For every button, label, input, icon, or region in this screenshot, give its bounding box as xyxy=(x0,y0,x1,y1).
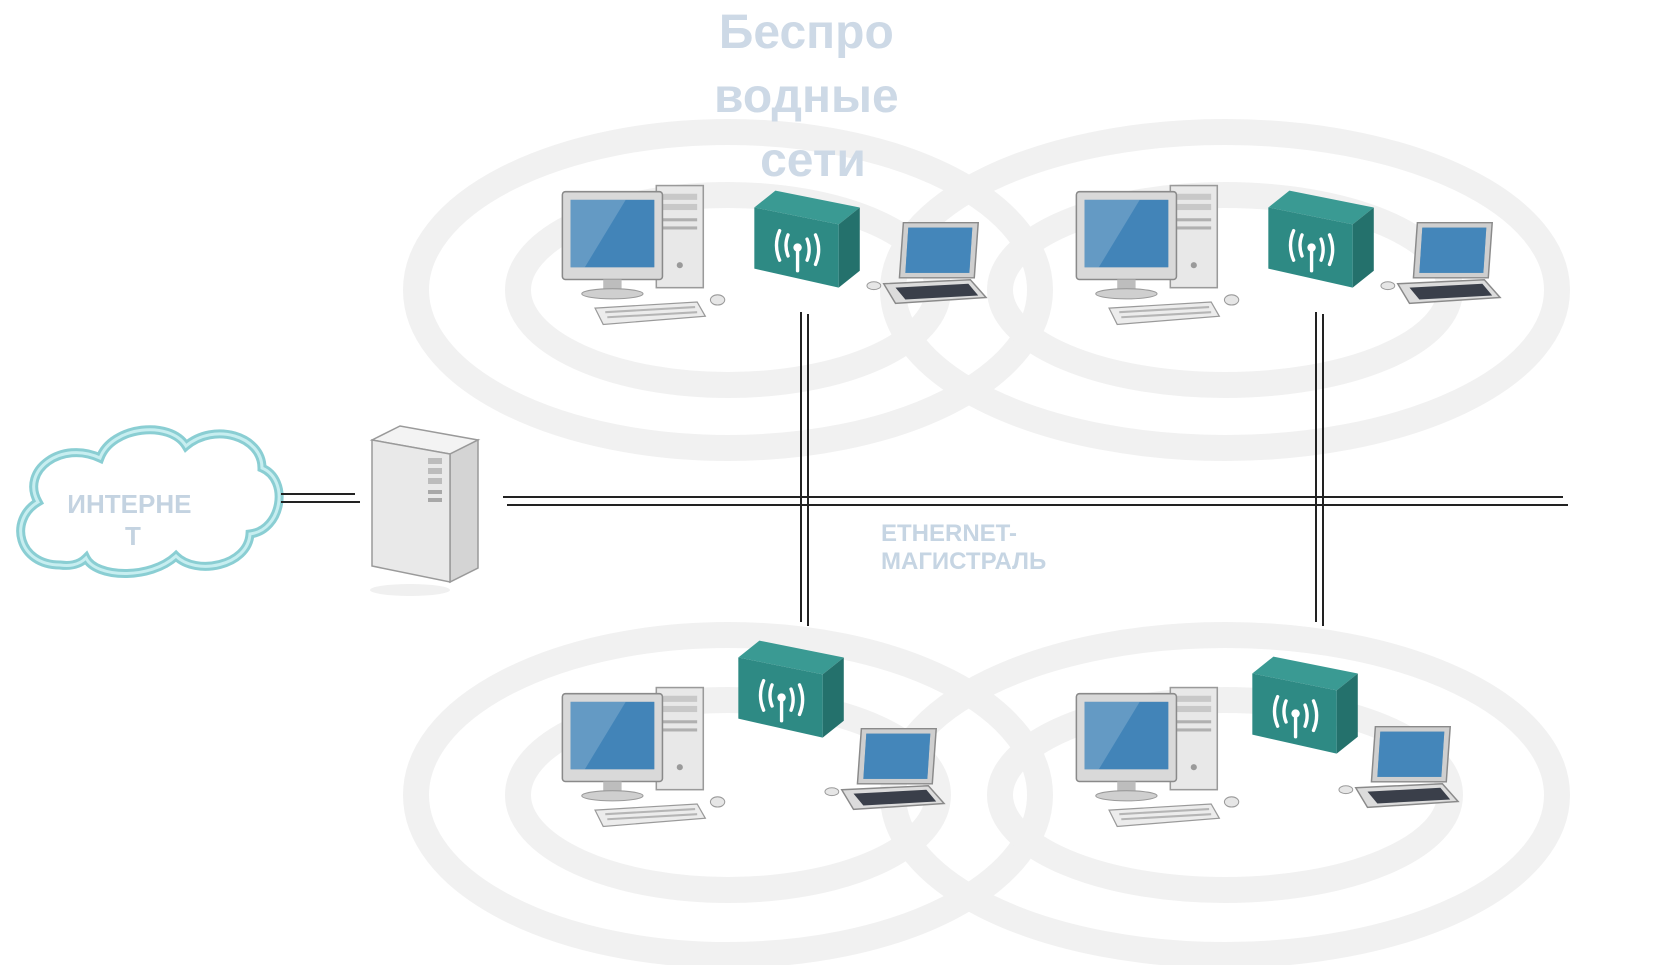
wifi-access-point-icon xyxy=(736,638,846,740)
title-line: водные xyxy=(714,70,899,123)
internet-label: ИНТЕРНЕ Т xyxy=(67,489,198,551)
desktop-computer-icon xyxy=(1075,686,1240,828)
ap-drop-lines xyxy=(800,312,1324,626)
title-line: Беспро xyxy=(719,6,894,59)
internet-label-line: Т xyxy=(125,521,141,551)
internet-label-line: ИНТЕРНЕ xyxy=(67,489,191,519)
title-line: сети xyxy=(760,134,866,187)
desktop-computer-icon xyxy=(561,686,726,828)
wifi-access-point-icon xyxy=(1266,188,1376,290)
backbone-label: ETHERNET- МАГИСТРАЛЬ xyxy=(881,520,1046,575)
wireless-cell-bottom-right xyxy=(1075,654,1459,828)
diagram-title: Беспро водные сети xyxy=(714,6,912,187)
internet-link xyxy=(281,493,360,503)
coverage-rings-top xyxy=(403,119,1570,461)
server-tower-icon xyxy=(369,425,481,596)
desktop-computer-icon xyxy=(1075,184,1240,326)
cloud-icon xyxy=(16,425,284,578)
wifi-access-point-icon xyxy=(752,188,862,290)
backbone-label-line: МАГИСТРАЛЬ xyxy=(881,548,1046,575)
laptop-icon xyxy=(824,727,945,811)
ethernet-backbone xyxy=(503,496,1568,506)
laptop-icon xyxy=(1338,725,1459,809)
desktop-computer-icon xyxy=(561,184,726,326)
wifi-access-point-icon xyxy=(1250,654,1360,756)
backbone-label-line: ETHERNET- xyxy=(881,520,1017,547)
